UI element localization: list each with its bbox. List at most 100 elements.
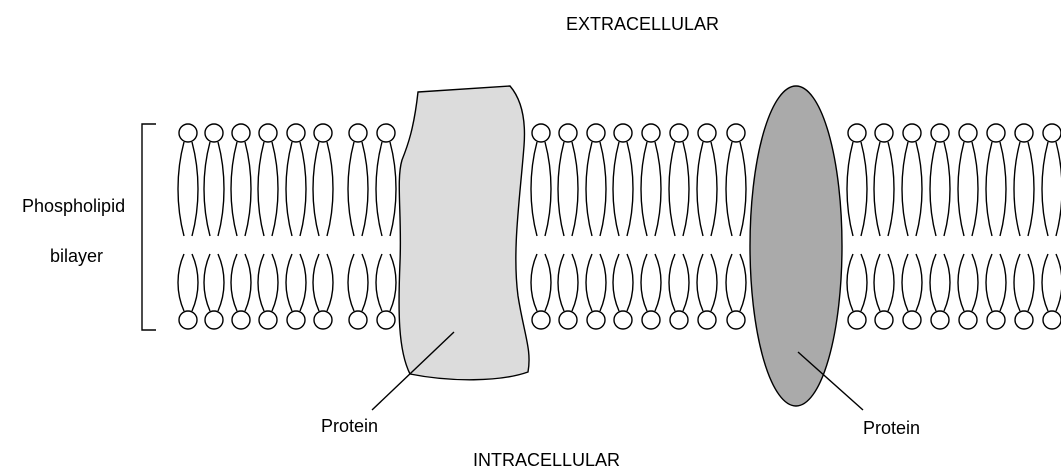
intracellular-label: INTRACELLULAR: [473, 450, 620, 470]
phospholipid-tail: [1042, 142, 1048, 236]
phospholipid-tail: [586, 142, 592, 236]
bilayer-label-line2: bilayer: [50, 246, 103, 266]
phospholipid-tail: [1042, 254, 1048, 311]
phospholipid-tail: [958, 142, 964, 236]
phospholipid-tail: [726, 254, 732, 311]
phospholipid-head: [259, 311, 277, 329]
phospholipid-tail: [558, 142, 564, 236]
phospholipid-head: [642, 124, 660, 142]
phospholipid-tail: [655, 142, 661, 236]
phospholipid-tail: [231, 254, 237, 311]
phospholipid-tail: [930, 254, 936, 311]
phospholipid-head: [532, 124, 550, 142]
phospholipid-tail: [313, 254, 319, 311]
protein-right: [750, 86, 842, 406]
phospholipid-head: [287, 311, 305, 329]
phospholipid-tail: [218, 142, 224, 236]
phospholipid-tail: [300, 142, 306, 236]
phospholipid-tail: [327, 254, 333, 311]
phospholipid-tail: [300, 254, 306, 311]
phospholipid-tail: [1014, 254, 1020, 311]
phospholipid-tail: [972, 142, 978, 236]
phospholipid-tail: [930, 142, 936, 236]
phospholipid-tail: [204, 254, 210, 311]
phospholipid-head: [179, 311, 197, 329]
phospholipid-head: [377, 124, 395, 142]
phospholipid-tail: [286, 254, 292, 311]
phospholipid-head: [259, 124, 277, 142]
phospholipid-head: [532, 311, 550, 329]
phospholipid-tail: [362, 254, 368, 311]
phospholipid-head: [670, 124, 688, 142]
phospholipid-tail: [613, 254, 619, 311]
phospholipid-head: [587, 124, 605, 142]
phospholipid-tail: [545, 142, 551, 236]
phospholipid-tail: [944, 142, 950, 236]
phospholipid-tail: [697, 254, 703, 311]
phospholipid-tail: [861, 254, 867, 311]
phospholipid-head: [179, 124, 197, 142]
bilayer-label-line1: Phospholipid: [22, 196, 125, 216]
phospholipid-head: [314, 124, 332, 142]
phospholipid-tail: [740, 142, 746, 236]
phospholipid-head: [698, 311, 716, 329]
phospholipid-head: [587, 311, 605, 329]
phospholipid-tail: [697, 142, 703, 236]
phospholipid-tail: [272, 254, 278, 311]
phospholipid-head: [232, 311, 250, 329]
phospholipid-tail: [669, 142, 675, 236]
phospholipid-tail: [1014, 142, 1020, 236]
phospholipid-tail: [286, 142, 292, 236]
phospholipid-head: [959, 311, 977, 329]
extracellular-label: EXTRACELLULAR: [566, 14, 719, 34]
phospholipid-tail: [531, 142, 537, 236]
phospholipid-tail: [245, 142, 251, 236]
phospholipid-head: [1015, 124, 1033, 142]
phospholipid-head: [614, 124, 632, 142]
phospholipid-tail: [641, 142, 647, 236]
phospholipid-tail: [1028, 254, 1034, 311]
bilayer-bracket: [142, 124, 156, 330]
phospholipid-tail: [586, 254, 592, 311]
phospholipid-tail: [655, 254, 661, 311]
phospholipid-head: [642, 311, 660, 329]
phospholipid-tail: [627, 254, 633, 311]
protein-left: [399, 86, 529, 380]
phospholipid-head: [727, 311, 745, 329]
phospholipid-tail: [986, 254, 992, 311]
phospholipid-head: [287, 124, 305, 142]
phospholipid-tail: [376, 142, 382, 236]
phospholipid-tail: [258, 254, 264, 311]
phospholipid-tail: [362, 142, 368, 236]
phospholipid-tail: [1028, 142, 1034, 236]
phospholipid-head: [875, 124, 893, 142]
phospholipid-tail: [847, 254, 853, 311]
phospholipid-tail: [888, 254, 894, 311]
phospholipid-head: [848, 124, 866, 142]
phospholipid-head: [232, 124, 250, 142]
phospholipid-tail: [726, 142, 732, 236]
phospholipid-tail: [390, 254, 396, 311]
phospholipid-tail: [390, 142, 396, 236]
phospholipid-head: [559, 124, 577, 142]
phospholipid-head: [1043, 311, 1061, 329]
phospholipid-tail: [178, 142, 184, 236]
phospholipid-head: [931, 311, 949, 329]
phospholipid-tail: [192, 142, 198, 236]
phospholipid-tail: [902, 254, 908, 311]
phospholipid-tail: [600, 254, 606, 311]
phospholipid-tail: [874, 254, 880, 311]
phospholipid-tail: [711, 254, 717, 311]
phospholipid-tail: [258, 142, 264, 236]
phospholipid-tail: [669, 254, 675, 311]
phospholipid-head: [205, 311, 223, 329]
phospholipid-head: [205, 124, 223, 142]
phospholipid-tail: [683, 142, 689, 236]
phospholipid-tail: [972, 254, 978, 311]
phospholipid-tail: [986, 142, 992, 236]
phospholipid-tail: [861, 142, 867, 236]
phospholipid-head: [314, 311, 332, 329]
phospholipid-tail: [711, 142, 717, 236]
phospholipid-head: [875, 311, 893, 329]
phospholipid-head: [987, 124, 1005, 142]
